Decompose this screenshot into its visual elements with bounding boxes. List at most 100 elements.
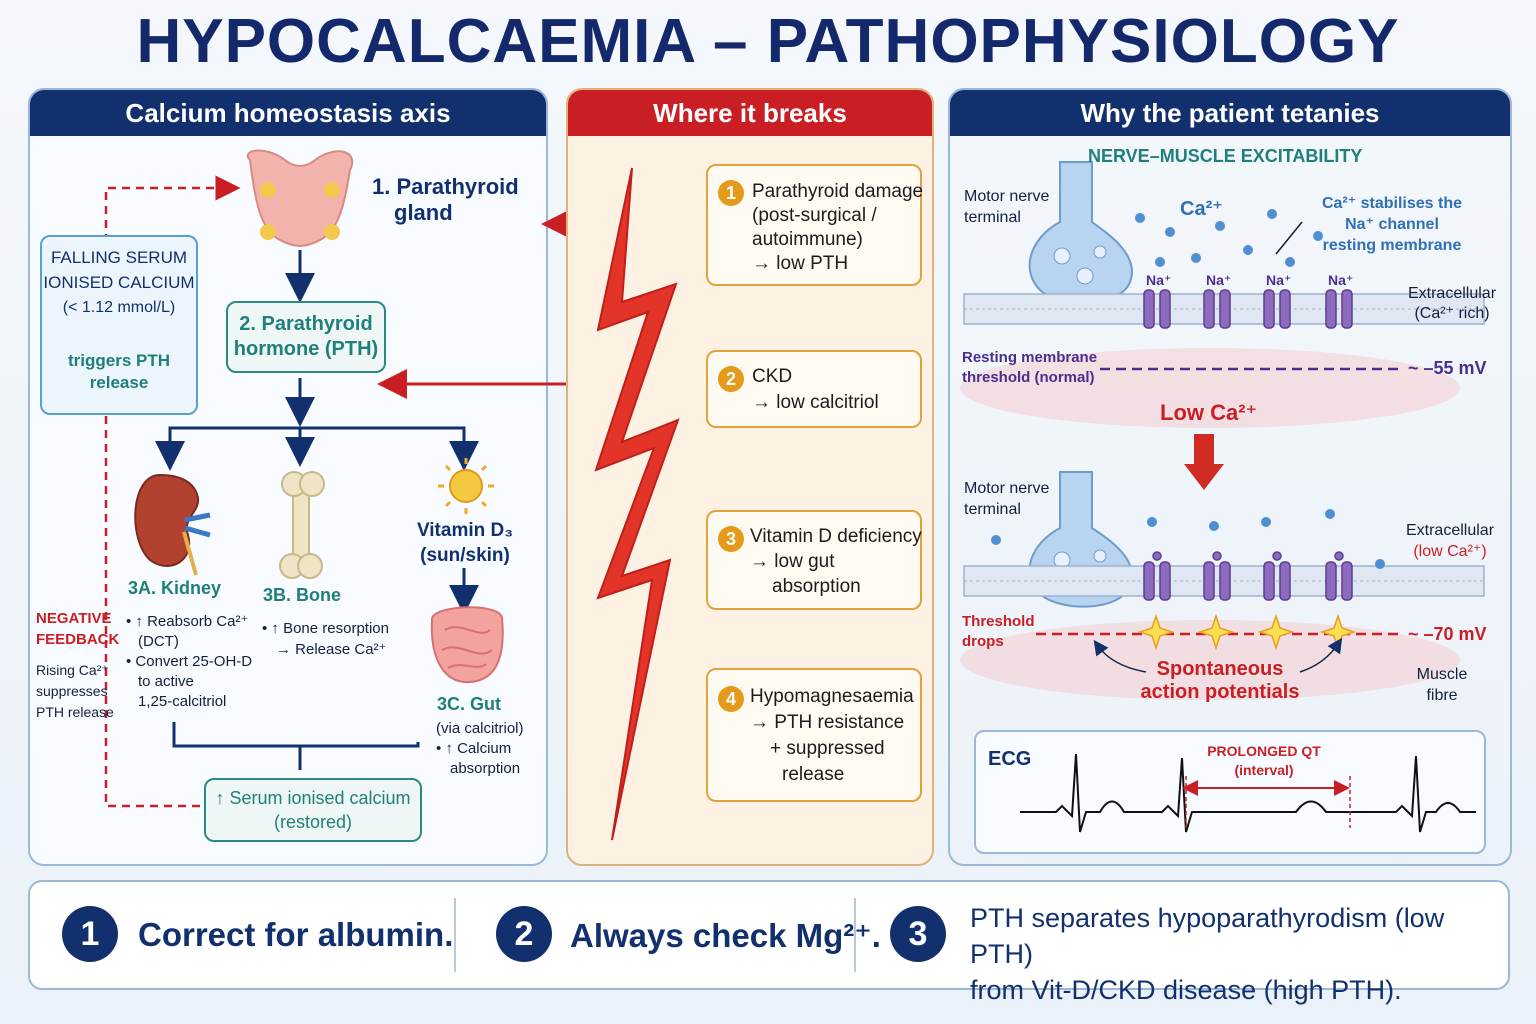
kidney-point: • Convert 25-OH-D	[126, 653, 253, 670]
motor-nerve-line: terminal	[964, 501, 1021, 518]
falling-box-line: (< 1.12 mmol/L)	[62, 299, 176, 316]
parathyroid-gland-icon	[246, 149, 354, 247]
cause-number: 2	[718, 366, 744, 392]
motor-nerve-label-bottom: Motor nerve terminal	[964, 478, 1049, 520]
muscle-fibre-line: fibre	[1426, 687, 1458, 704]
bone-title: 3B. Bone	[263, 585, 342, 605]
spontaneous-line: Spontaneous	[1156, 658, 1284, 680]
ecg-label: ECG	[988, 748, 1032, 770]
vitamin-d-line: (sun/skin)	[420, 545, 510, 566]
where-it-breaks-heading: Where it breaks	[568, 90, 932, 136]
kidney-points: • ↑ Reabsorb Ca²⁺ (DCT) • Convert 25-OH-…	[126, 612, 252, 712]
cause-line: Vitamin D deficiency	[750, 526, 922, 547]
calcium-ions-bottom-icon	[991, 509, 1385, 569]
down-arrow-icon	[1184, 434, 1224, 490]
bone-point: → Release Ca²⁺	[276, 641, 387, 658]
extracellular-line: Extracellular	[1405, 522, 1495, 539]
parathyroid-label-line: 1. Parathyroid	[372, 174, 519, 199]
negative-feedback-line: FEEDBACK	[36, 631, 120, 648]
bone-icon	[279, 471, 325, 579]
cause-line: Parathyroid damage	[752, 181, 924, 202]
calcium-label: Ca²⁺	[1180, 198, 1223, 220]
cause-number: 4	[718, 686, 744, 712]
restored-calcium-box: ↑ Serum ionised calcium (restored)	[204, 778, 422, 842]
cause-card: 3 Vitamin D deficiency → low gut absorpt…	[706, 510, 922, 610]
key-point-text: Correct for albumin.	[138, 916, 454, 953]
feedback-note: Rising Ca²⁺ suppresses PTH release	[36, 660, 114, 723]
extracellular-line: Extracellular	[1407, 285, 1497, 302]
parathyroid-label-line: gland	[394, 200, 453, 225]
key-point-line: PTH separates hypoparathyrodism (low PTH…	[970, 903, 1445, 969]
excitability-subheading: NERVE–MUSCLE EXCITABILITY	[1088, 146, 1363, 166]
gut-points: (via calcitriol) • ↑ Calcium absorption	[436, 719, 524, 779]
cause-line: CKD	[752, 366, 793, 387]
threshold-drops-label: Threshold drops	[962, 612, 1035, 652]
motor-nerve-line: terminal	[964, 209, 1021, 226]
ecg-trace-icon	[1020, 753, 1476, 833]
extracellular-line: (Ca²⁺ rich)	[1414, 305, 1490, 322]
page-title: HYPOCALCAEMIA – PATHOPHYSIOLOGY	[136, 7, 1400, 76]
muscle-fibre-label: Muscle fibre	[1412, 664, 1472, 706]
cause-number: 1	[718, 180, 744, 206]
key-point-number: 3	[890, 906, 946, 962]
tetany-panel: Why the patient tetanies	[948, 88, 1512, 866]
falling-box-line: FALLING SERUM	[50, 248, 188, 267]
falling-box-line: release	[89, 373, 149, 392]
falling-calcium-box: FALLING SERUM IONISED CALCIUM (< 1.12 mm…	[40, 235, 198, 415]
extracellular-top-label: Extracellular (Ca²⁺ rich)	[1404, 284, 1500, 324]
gut-icon	[430, 606, 504, 684]
feedback-note-line: PTH release	[36, 704, 114, 720]
restored-box-line: (restored)	[273, 812, 353, 832]
key-point-text: Always check Mg²⁺.	[570, 917, 881, 954]
motor-nerve-line: Motor nerve	[964, 188, 1050, 205]
kidney-point: to active	[138, 673, 194, 690]
bone-point: • ↑ Bone resorption	[262, 620, 389, 637]
resting-line: threshold (normal)	[962, 369, 1095, 386]
cause-line: → low gut	[750, 551, 835, 572]
cause-card: 4 Hypomagnesaemia → PTH resistance + sup…	[706, 668, 922, 802]
gut-point: (via calcitriol)	[436, 720, 524, 737]
restored-box-line: ↑ Serum ionised calcium	[215, 788, 411, 808]
sodium-label: Na⁺	[1328, 272, 1354, 288]
pth-box-line: hormone (PTH)	[233, 338, 379, 360]
falling-box-line: triggers PTH	[67, 351, 171, 370]
gut-point: • ↑ Calcium	[436, 740, 512, 757]
cause-line: autoimmune)	[752, 229, 863, 250]
homeostasis-heading: Calcium homeostasis axis	[30, 90, 546, 136]
qt-label-line: (interval)	[1234, 762, 1294, 778]
feedback-note-line: suppresses	[36, 683, 108, 699]
kidney-icon	[134, 473, 211, 576]
divider	[454, 898, 456, 972]
pth-box: 2. Parathyroid hormone (PTH)	[226, 301, 386, 373]
calcium-note-line: resting membrane	[1322, 237, 1462, 254]
resting-line: Resting membrane	[962, 349, 1098, 366]
gut-title: 3C. Gut	[437, 694, 502, 714]
calcium-ions-top-icon	[1135, 209, 1323, 267]
vitamin-d-line: Vitamin D₃	[416, 520, 514, 541]
threshold-line: drops	[962, 633, 1004, 650]
cause-line: (post-surgical /	[752, 205, 877, 226]
bone-points: • ↑ Bone resorption → Release Ca²⁺	[262, 618, 389, 660]
cause-number: 3	[718, 526, 744, 552]
gut-point: absorption	[450, 760, 521, 777]
sodium-channels-top-icon	[1143, 289, 1353, 329]
sun-icon	[438, 458, 494, 514]
cause-line: absorption	[772, 576, 861, 597]
sodium-label: Na⁺	[1266, 272, 1292, 288]
key-point-number: 1	[62, 906, 118, 962]
extracellular-line: (low Ca²⁺)	[1413, 543, 1487, 560]
threshold-line: Threshold	[962, 613, 1035, 630]
low-calcium-label: Low Ca²⁺	[1160, 400, 1258, 425]
parathyroid-label: 1. Parathyroid gland	[372, 174, 519, 226]
pth-box-line: 2. Parathyroid	[239, 313, 373, 335]
sodium-channels-bottom-icon	[1143, 551, 1353, 601]
cause-line: + suppressed	[770, 738, 885, 759]
cause-card: 2 CKD → low calcitriol	[706, 350, 922, 428]
cause-line: → PTH resistance	[750, 712, 905, 733]
qt-label-line: PROLONGED QT	[1207, 743, 1321, 759]
cause-line: → low calcitriol	[752, 392, 879, 413]
sodium-label: Na⁺	[1146, 272, 1172, 288]
action-potential-sparks-icon	[1137, 613, 1357, 651]
extracellular-bottom-label: Extracellular (low Ca²⁺)	[1400, 520, 1500, 562]
motor-nerve-line: Motor nerve	[964, 480, 1050, 497]
